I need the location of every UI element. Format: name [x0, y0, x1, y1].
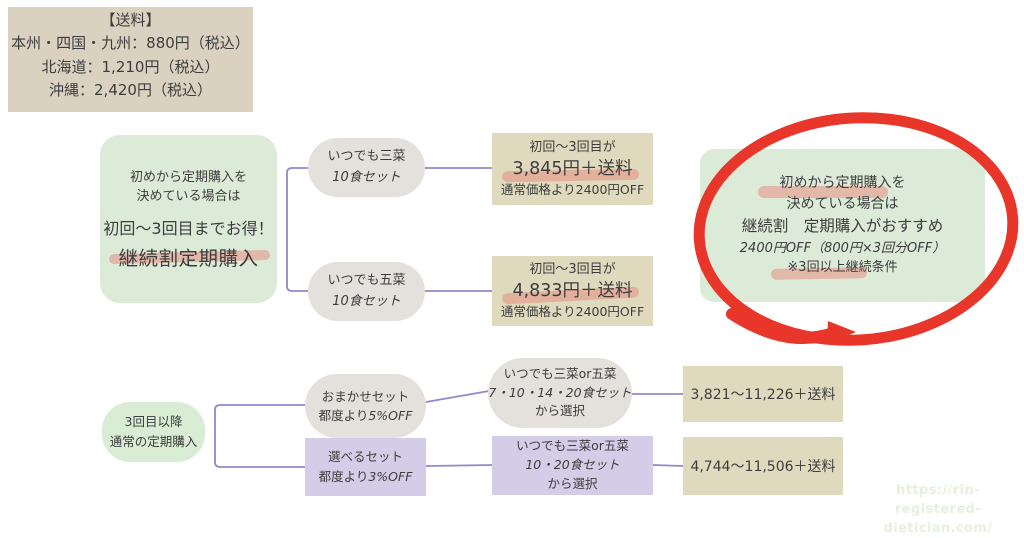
plan-pill-sanzai: いつでも三菜 10食セット — [308, 138, 425, 197]
price-caption: 初回〜3回目が — [529, 140, 616, 156]
choice-pill-omakase: いつでも三菜or五菜 7・10・14・20食セット から選択 — [488, 358, 632, 428]
regular-line2: 通常の定期購入 — [109, 434, 198, 449]
bracket-top — [286, 167, 309, 292]
plan-pill-gosai: いつでも五菜 10食セット — [308, 262, 425, 321]
price-amount: 4,833円＋送料 — [512, 280, 633, 301]
plan-name: いつでも五菜 — [327, 273, 406, 289]
price-range: 4,744〜11,506＋送料 — [690, 459, 836, 475]
set-box-eraberu: 選べるセット 都度より3%OFF — [305, 438, 426, 496]
intro-line4: 継続割定期購入 — [118, 246, 259, 270]
regular-subscription-pill: 3回目以降 通常の定期購入 — [102, 402, 205, 462]
shipping-title: 【送料】 — [100, 11, 161, 29]
plan-name: いつでも三菜 — [327, 149, 406, 165]
plan-size: 10食セット — [332, 169, 401, 185]
reco-line2: 決めている場合は — [786, 196, 899, 213]
red-tail-tip — [827, 321, 856, 344]
reco-line1: 初めから定期購入を — [779, 175, 906, 192]
shipping-line-hokkaido: 北海道：1,210円（税込） — [41, 57, 220, 76]
choice-line1: いつでも三菜or五菜 — [516, 438, 629, 454]
bracket-bottom — [214, 404, 306, 468]
intro-line1: 初めから定期購入を — [129, 169, 247, 185]
line-eraberu-to-choice — [425, 464, 494, 467]
watermark-line2: dietician.com/ — [883, 520, 993, 536]
red-tail-stroke — [726, 308, 842, 344]
price-box-gosai: 初回〜3回目が 4,833円＋送料 通常価格より2400円OFF — [492, 256, 653, 326]
set-pill-omakase: おまかせセット 都度より5%OFF — [305, 374, 426, 438]
site-watermark: https://rin-registered- dietician.com/ — [856, 482, 1020, 538]
intro-line2: 決めている場合は — [136, 189, 241, 204]
choice-line2: 7・10・14・20食セット — [488, 384, 632, 400]
choice-box-eraberu: いつでも三菜or五菜 10・20食セット から選択 — [492, 436, 653, 495]
line-choice2-to-price — [652, 464, 684, 467]
set-discount: 都度より3%OFF — [318, 469, 413, 484]
price-box-omakase-range: 3,821〜11,226＋送料 — [683, 366, 843, 422]
set-name: 選べるセット — [327, 449, 403, 464]
shipping-info-box: 【送料】 本州・四国・九州：880円（税込） 北海道：1,210円（税込） 沖縄… — [8, 7, 253, 112]
price-discount: 通常価格より2400円OFF — [500, 304, 645, 320]
shipping-line-honshu: 本州・四国・九州：880円（税込） — [11, 34, 250, 53]
choice-line3: から選択 — [547, 475, 598, 491]
choice-line3: から選択 — [534, 403, 585, 419]
set-discount: 都度より5%OFF — [318, 408, 413, 423]
price-range: 3,821〜11,226＋送料 — [690, 387, 836, 403]
shipping-line-okinawa: 沖縄：2,420円（税込） — [49, 80, 212, 99]
keizokuwari-intro-box: 初めから定期購入を 決めている場合は 初回〜3回目までお得！ 継続割定期購入 — [100, 135, 277, 303]
watermark-line1: https://rin-registered- — [894, 483, 982, 517]
choice-line2: 10・20食セット — [525, 457, 620, 473]
reco-line4: 2400円OFF（800円×3回分OFF） — [739, 240, 946, 256]
line-omakase-to-choice — [425, 390, 490, 403]
set-name: おまかせセット — [321, 388, 410, 404]
recommendation-box: 初めから定期購入を 決めている場合は 継続割 定期購入がおすすめ 2400円OF… — [700, 149, 985, 302]
plan-size: 10食セット — [332, 293, 401, 309]
price-amount: 3,845円＋送料 — [512, 158, 633, 179]
price-box-sanzai: 初回〜3回目が 3,845円＋送料 通常価格より2400円OFF — [492, 133, 653, 205]
regular-line1: 3回目以降 — [124, 414, 183, 429]
intro-line3: 初回〜3回目までお得！ — [103, 218, 274, 238]
price-discount: 通常価格より2400円OFF — [500, 182, 645, 198]
reco-line5: ※3回以上継続条件 — [787, 260, 898, 276]
choice-line1: いつでも三菜or五菜 — [503, 365, 617, 381]
reco-line3: 継続割 定期購入がおすすめ — [741, 217, 944, 236]
price-box-eraberu-range: 4,744〜11,506＋送料 — [683, 437, 843, 495]
price-caption: 初回〜3回目が — [529, 262, 616, 278]
